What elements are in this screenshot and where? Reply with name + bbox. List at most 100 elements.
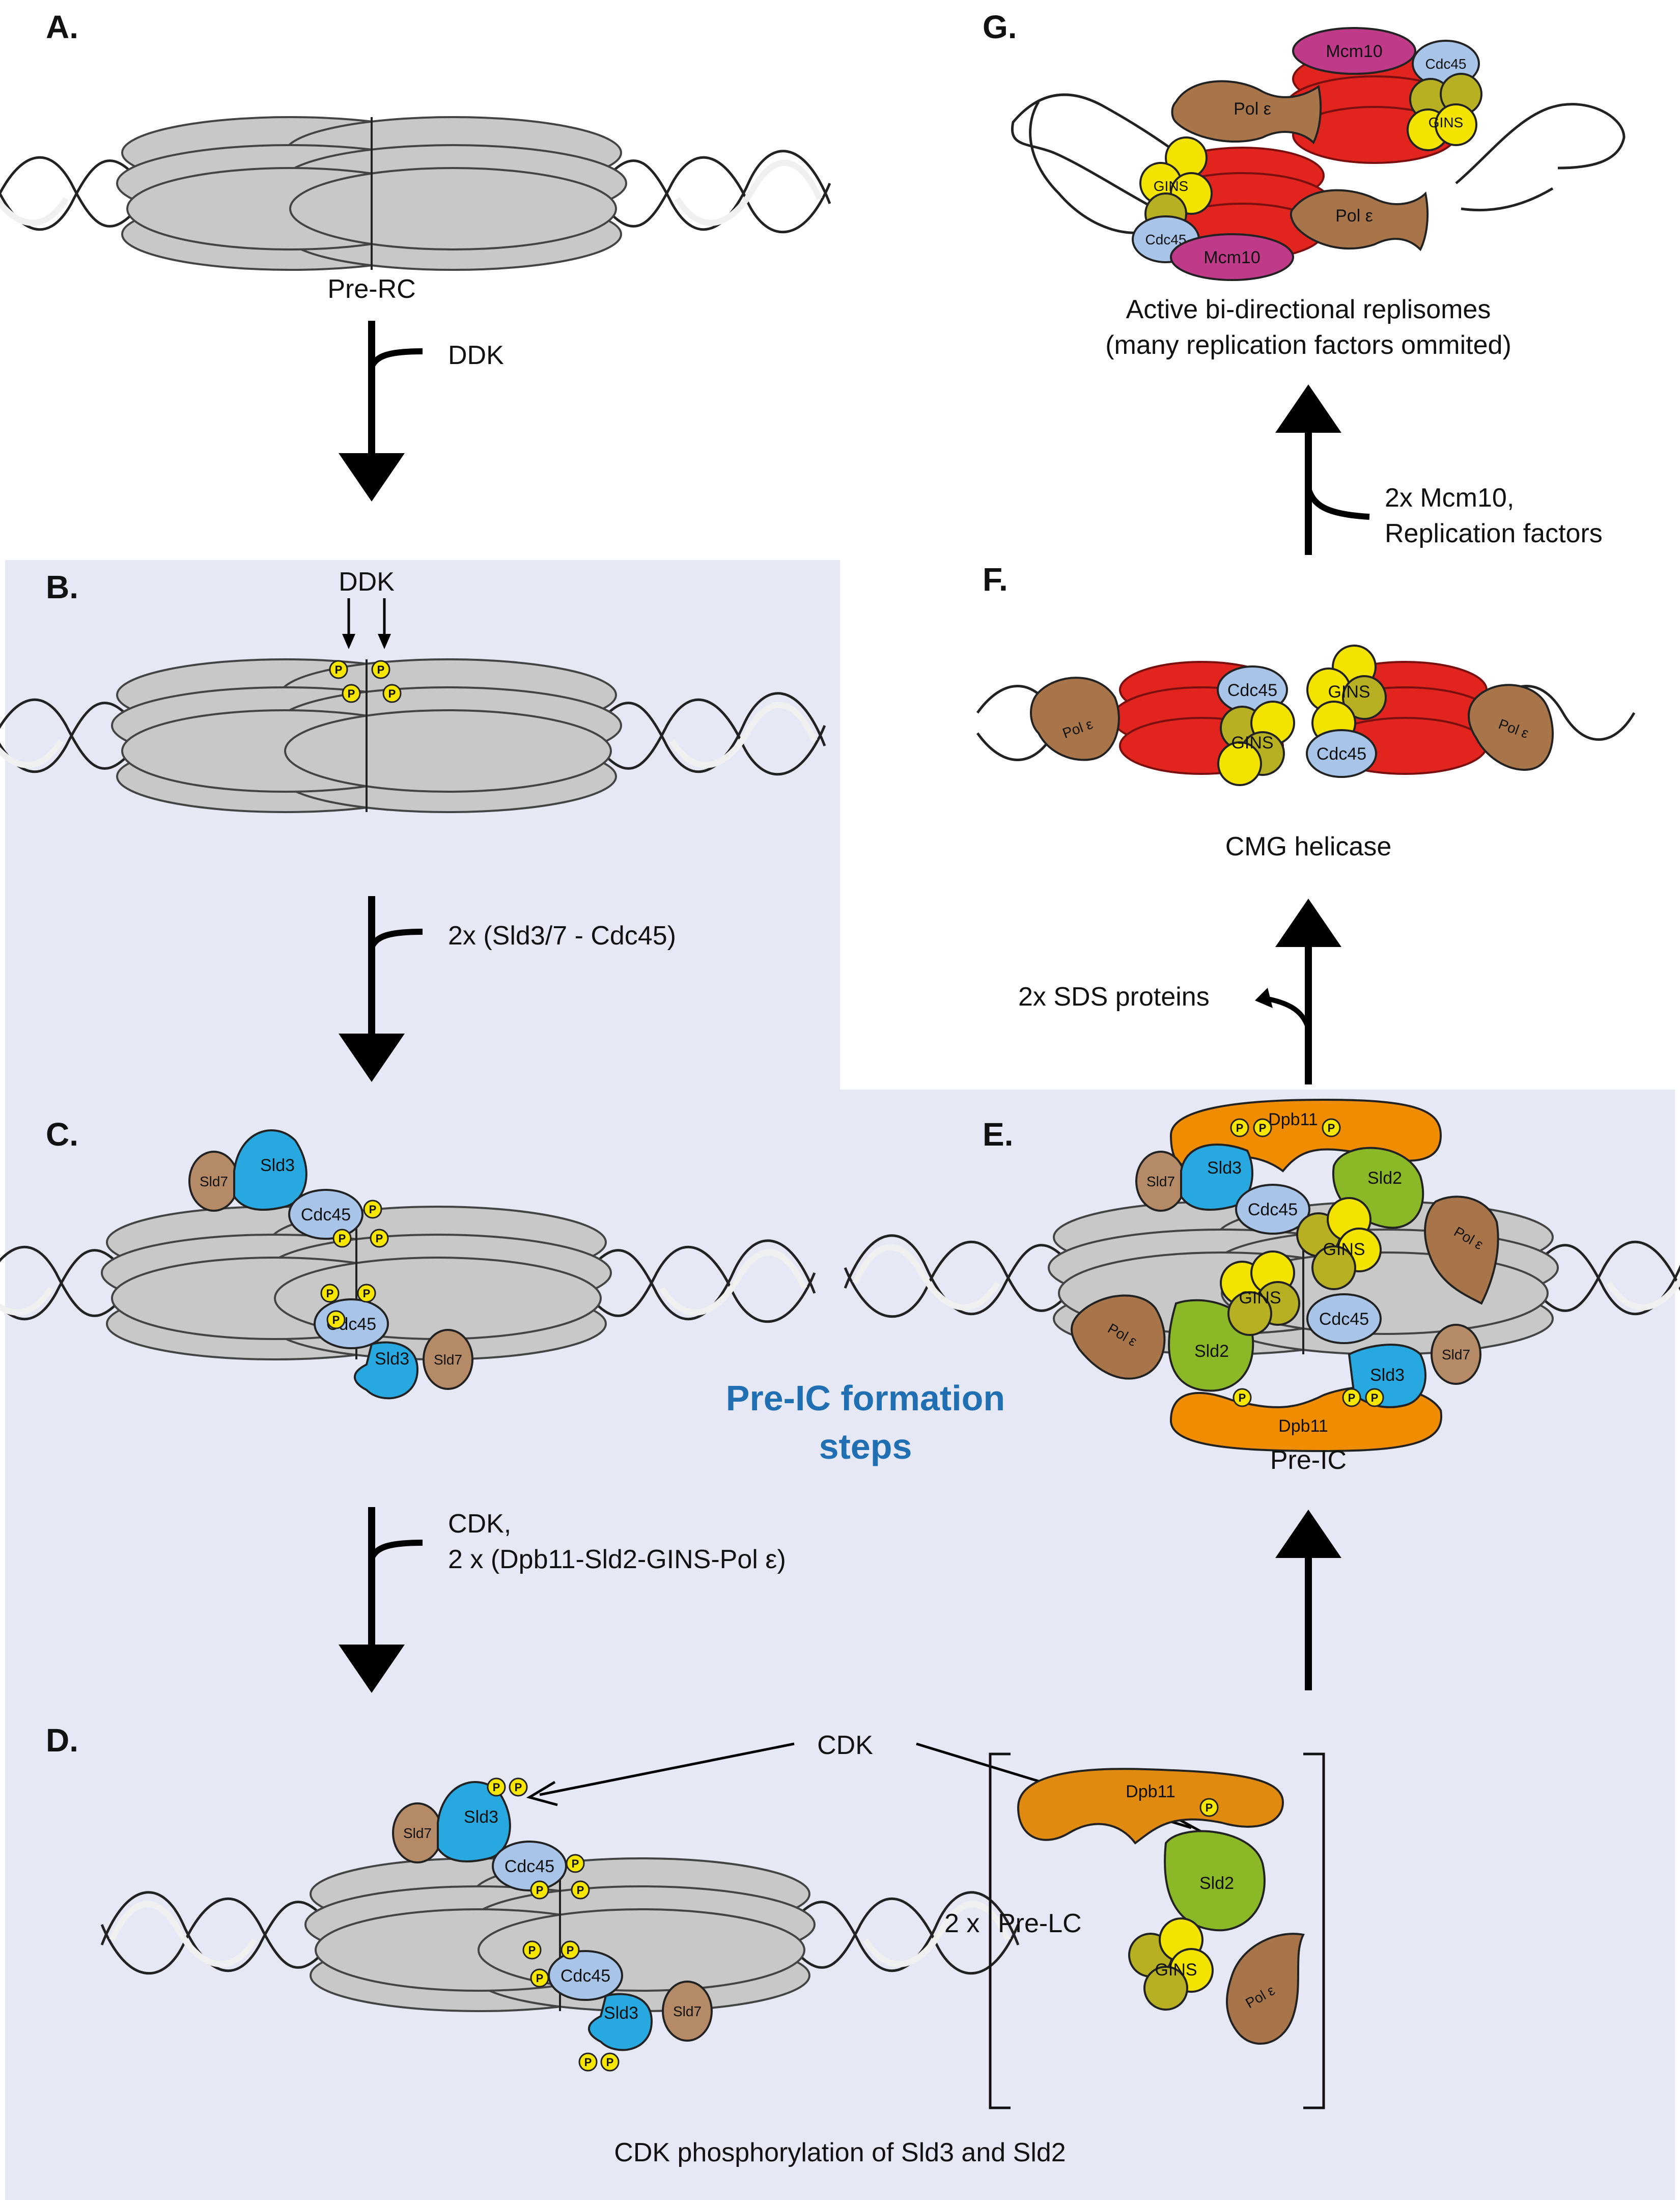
- sld3-sld7-cdc45-top: Sld7 Sld3 Cdc45: [188, 1129, 363, 1240]
- pre-lc-label: Pre-LC: [998, 1909, 1082, 1938]
- two-x-label: 2 x: [944, 1909, 979, 1938]
- active-replisomes: Pol ε Pol ε Mcm10 Cdc45 GINS GINS Cdc45 …: [1011, 27, 1626, 281]
- ddk-arrows: [342, 598, 391, 649]
- sld3-label: Sld3: [1207, 1158, 1242, 1178]
- arrow-c-to-d: [339, 1507, 423, 1693]
- phospho-label: P: [572, 1857, 579, 1870]
- phospho-label: P: [606, 2056, 614, 2069]
- panel-e-label: E.: [983, 1116, 1013, 1153]
- sld2-gins-pole-bottom-e: Sld2 GINS Pol ε Cdc45 Sld3 Sld7: [1071, 1250, 1481, 1408]
- sld2-label: Sld2: [1199, 1874, 1234, 1893]
- arrow-d-to-e: [1275, 1510, 1341, 1690]
- step-sld3-cdc45: 2x (Sld3/7 - Cdc45): [448, 921, 676, 951]
- ddk-phospho-sites: P P P P: [329, 660, 402, 703]
- phospho-label: P: [339, 1232, 346, 1245]
- cdc45-label: Cdc45: [301, 1205, 351, 1224]
- gins-label: GINS: [1154, 178, 1188, 194]
- phospho-label: P: [584, 2056, 592, 2069]
- cdc45-label: Cdc45: [1425, 56, 1467, 72]
- pole-label: Pol ε: [1234, 99, 1271, 119]
- arrow-a-to-b: [339, 321, 423, 502]
- step-ddk: DDK: [448, 341, 504, 370]
- preic-steps-title-2: steps: [819, 1427, 912, 1466]
- sld7-label: Sld7: [1442, 1347, 1470, 1362]
- sld3-sld7-cdc45-bottom: Cdc45 Sld3 Sld7: [314, 1298, 473, 1400]
- sld3-label: Sld3: [464, 1807, 498, 1827]
- panel-b-label: B.: [46, 569, 78, 605]
- phospho-label: P: [1259, 1122, 1267, 1134]
- dpb11-label: Dpb11: [1278, 1416, 1328, 1436]
- sld7-label: Sld7: [200, 1174, 228, 1189]
- phospho-label: P: [1328, 1122, 1335, 1134]
- gins-label: GINS: [1231, 733, 1273, 753]
- sld2-label: Sld2: [1367, 1168, 1402, 1188]
- p-label: P: [377, 663, 385, 676]
- cdc45-label: Cdc45: [1317, 744, 1366, 764]
- panel-g-label: G.: [983, 9, 1017, 45]
- panel-f-label: F.: [983, 561, 1008, 598]
- cdc45-label: Cdc45: [505, 1857, 554, 1876]
- gins-label: GINS: [1155, 1960, 1197, 1980]
- dpb11-label: Dpb11: [1268, 1110, 1318, 1129]
- gins-label: GINS: [1429, 115, 1463, 130]
- pre-lc-complex: 2 x Pre-LC Dpb11 Sld2 Pol ε GINS: [944, 1752, 1325, 2109]
- cdk-phos-caption: CDK phosphorylation of Sld3 and Sld2: [614, 2138, 1066, 2167]
- sld3-sld7-cdc45-top-e: Sld7 Sld3 Cdc45: [1135, 1144, 1310, 1235]
- p-label: P: [348, 687, 355, 700]
- pre-ic-caption: Pre-IC: [1270, 1445, 1347, 1475]
- phospho-label: P: [348, 687, 355, 700]
- phospho-label: P: [377, 663, 385, 676]
- phospho-label: P: [528, 1944, 536, 1957]
- sld2-gins-pole-top-e: Sld2 GINS Pol ε: [1296, 1147, 1499, 1305]
- sld3-label: Sld3: [604, 2003, 638, 2023]
- phospho-label: P: [1206, 1801, 1213, 1814]
- sld3-label: Sld3: [1370, 1366, 1405, 1385]
- cmg-helicase: Pol ε Pol ε Cdc45 GINS GINS Cdc45: [976, 645, 1636, 786]
- sld7-label: Sld7: [434, 1352, 462, 1368]
- phospho-label: P: [332, 1314, 340, 1326]
- phospho-label: P: [1348, 1391, 1356, 1404]
- cmg-caption: CMG helicase: [1225, 832, 1392, 861]
- phospho-label: P: [363, 1287, 371, 1300]
- phospho-label: P: [1371, 1391, 1379, 1404]
- step-ddk-b: DDK: [339, 567, 395, 597]
- active-caption-2: (many replication factors ommited): [1105, 330, 1511, 360]
- phospho-label: P: [536, 1884, 544, 1897]
- cdc45-label: Cdc45: [1248, 1200, 1298, 1219]
- phospho-label: P: [369, 1203, 377, 1216]
- arrow-f-to-g: [1275, 384, 1370, 555]
- phospho-label: P: [567, 1944, 574, 1957]
- gins-label: GINS: [1323, 1240, 1365, 1259]
- dpb11-label: Dpb11: [1126, 1782, 1175, 1801]
- phospho-label: P: [493, 1781, 500, 1794]
- sld3-sld7-cdc45-bottom-d: Cdc45 Sld3 Sld7: [548, 1950, 713, 2051]
- arrow-b-to-c: [339, 896, 423, 1082]
- phospho-label: P: [515, 1781, 522, 1794]
- sld7-label: Sld7: [403, 1825, 432, 1841]
- panel-a-label: A.: [46, 9, 78, 45]
- sld2-label: Sld2: [1194, 1342, 1229, 1361]
- pre-rc-caption: Pre-RC: [327, 274, 415, 304]
- sld7-label: Sld7: [1146, 1174, 1175, 1189]
- sld3-sld7-cdc45-top-d: Sld7 Sld3 Cdc45: [392, 1781, 567, 1891]
- phospho-label: P: [388, 687, 396, 700]
- phospho-label: P: [1239, 1391, 1246, 1404]
- sld3-label: Sld3: [260, 1156, 295, 1175]
- pole-label: Pol ε: [1335, 206, 1373, 226]
- phospho-label: P: [577, 1884, 584, 1897]
- step-cdk-2: 2 x (Dpb11-Sld2-GINS-Pol ε): [448, 1545, 786, 1574]
- mcm10-label: Mcm10: [1203, 248, 1260, 267]
- arrow-e-to-f: [1255, 899, 1341, 1084]
- active-caption-1: Active bi-directional replisomes: [1126, 295, 1491, 324]
- step-mcm10-2: Replication factors: [1385, 519, 1603, 548]
- phospho-label: P: [335, 663, 343, 676]
- step-cdk-1: CDK,: [448, 1509, 511, 1539]
- step-cdk-d: CDK: [817, 1731, 873, 1760]
- cdc45-label: Cdc45: [561, 1966, 610, 1986]
- mcm10-label: Mcm10: [1326, 42, 1382, 61]
- cdc45-label: Cdc45: [1227, 681, 1277, 700]
- phospho-label: P: [376, 1232, 383, 1245]
- panel-d-label: D.: [46, 1722, 78, 1759]
- phospho-label: P: [1236, 1122, 1244, 1134]
- gins-label: GINS: [1239, 1288, 1281, 1307]
